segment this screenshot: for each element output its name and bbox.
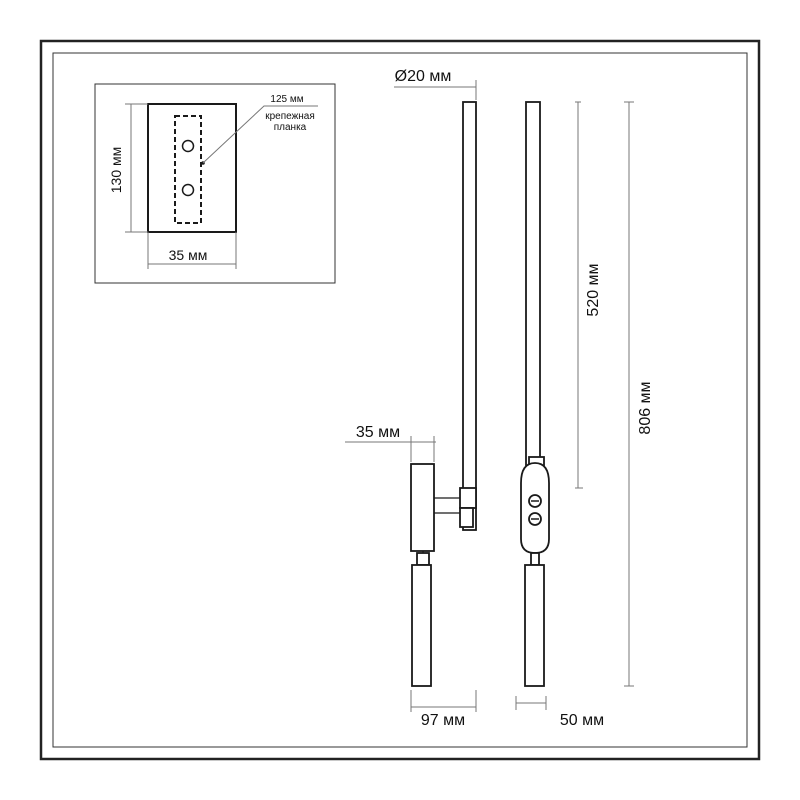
- mounting-plate-inset: 125 мм крепежная планка 130 мм 35 мм: [94, 83, 336, 284]
- mount-depth-label: 35 мм: [356, 424, 400, 441]
- mounting-bar-dashed: [174, 115, 202, 224]
- side-joint-upper: [459, 487, 477, 509]
- total-length-label: 806 мм: [637, 381, 654, 434]
- plate-offset-label: 125 мм: [270, 94, 303, 105]
- side-view: Ø20 мм 35 мм 97 мм: [345, 68, 477, 729]
- screw-hole-bottom: [181, 183, 195, 197]
- inner-frame: [52, 52, 748, 748]
- front-lower-neck: [530, 552, 540, 566]
- front-wall-base: [520, 462, 550, 554]
- side-wall-base: [410, 463, 435, 552]
- front-width-label: 50 мм: [560, 712, 604, 729]
- plate-width-label: 35 мм: [169, 247, 208, 263]
- inset-frame: [94, 83, 336, 284]
- plate-name-label-2: планка: [274, 122, 307, 133]
- upper-length-label: 520 мм: [585, 263, 602, 316]
- side-lower-tube: [411, 564, 432, 687]
- screw-hole-top: [181, 139, 195, 153]
- plate-name-label-1: крепежная: [265, 111, 315, 122]
- front-view: 520 мм 806 мм 50 мм: [515, 101, 654, 729]
- outer-frame: [39, 39, 761, 761]
- side-lower-neck: [416, 552, 430, 566]
- side-upper-tube: [462, 101, 477, 531]
- side-joint-lower: [459, 507, 474, 528]
- plate-leader-line: [202, 105, 318, 164]
- front-lower-tube: [524, 564, 545, 687]
- front-upper-tube: [525, 101, 541, 473]
- diameter-label: Ø20 мм: [395, 68, 452, 85]
- plate-body: [147, 103, 237, 233]
- side-width-label: 97 мм: [421, 712, 465, 729]
- plate-height-label: 130 мм: [108, 147, 124, 194]
